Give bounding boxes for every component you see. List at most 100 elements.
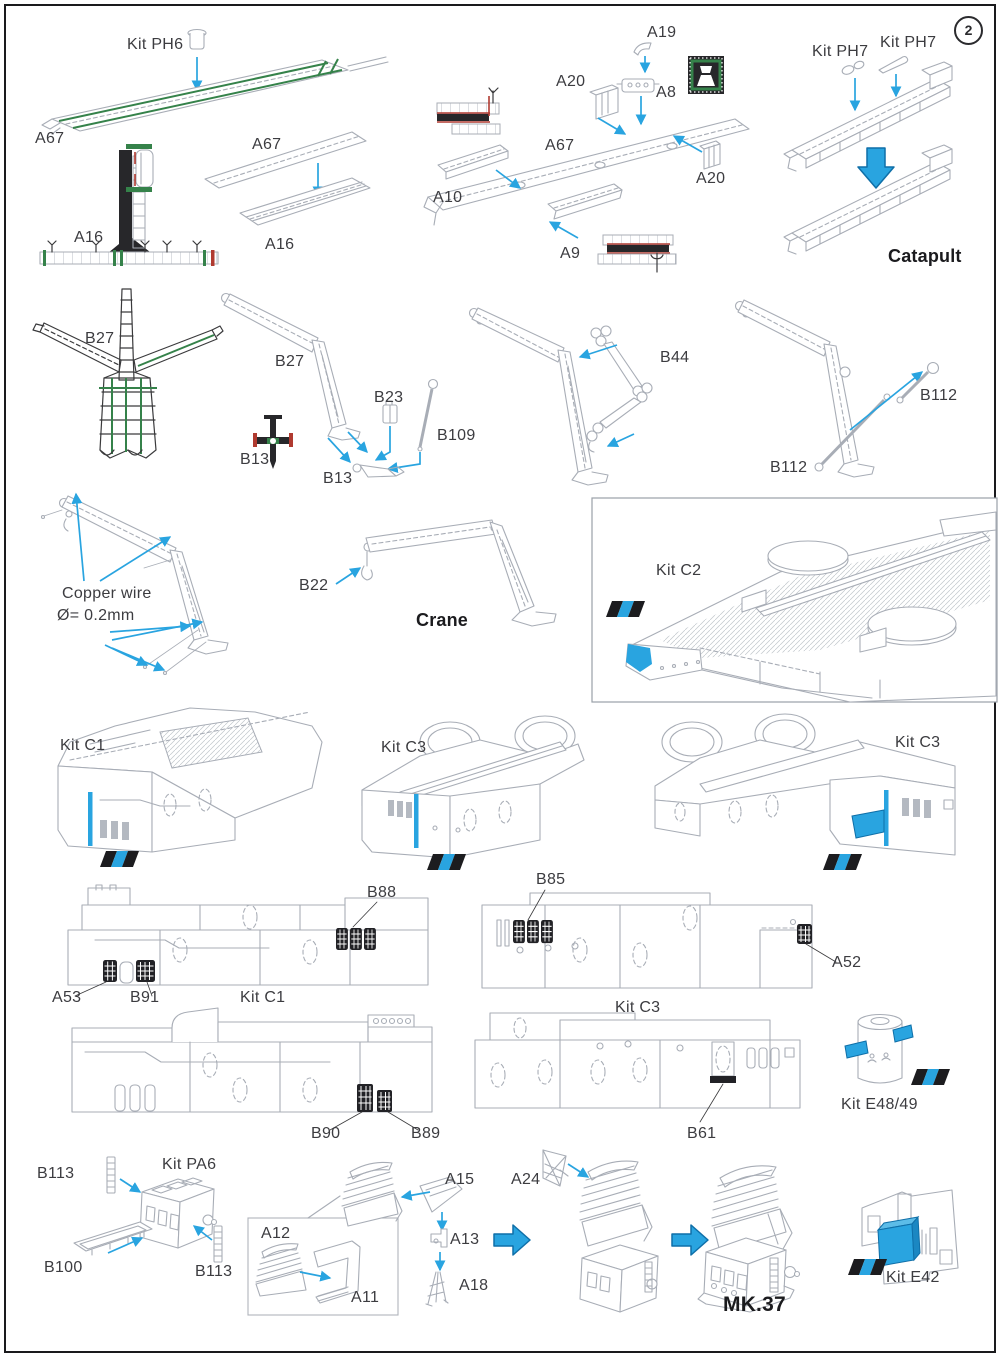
label-a19: A19 xyxy=(647,24,677,41)
drawing-b23-part xyxy=(374,400,398,461)
drawing-b22-crane xyxy=(335,519,557,627)
drawing-a20-right-part xyxy=(672,135,721,170)
drawing-kit-c1-side-b xyxy=(71,1007,433,1131)
drawing-b44-crane xyxy=(468,307,653,486)
drawing-kit-e48-49 xyxy=(844,1013,950,1085)
label-b113-bottom: B113 xyxy=(195,1263,233,1280)
big-arrow-right-icon-2 xyxy=(671,1224,709,1256)
drawing-b13-cross-painted xyxy=(253,415,293,469)
label-b44: B44 xyxy=(660,349,690,366)
label-b85: B85 xyxy=(536,871,566,888)
label-kit-ph7-left: Kit PH7 xyxy=(812,43,869,60)
label-b88: B88 xyxy=(367,884,397,901)
drawing-b27-folded xyxy=(220,292,368,464)
drawing-a67-rail-top xyxy=(41,56,389,135)
drawing-b113-bottom xyxy=(192,1225,223,1263)
page-number-badge: 2 xyxy=(954,16,983,45)
drawing-kit-c1-side-a xyxy=(67,884,429,997)
label-kit-c3-iso-left: Kit C3 xyxy=(381,739,427,756)
label-a67-top: A67 xyxy=(35,130,65,147)
drawing-a20-left-part xyxy=(589,84,627,135)
label-kit-c3-side: Kit C3 xyxy=(615,999,661,1016)
label-b90: B90 xyxy=(311,1125,341,1142)
kit-c2-panel xyxy=(591,497,998,703)
drawing-kit-c3-side-a xyxy=(481,889,837,989)
label-kit-ph6: Kit PH6 xyxy=(127,36,184,53)
label-kit-c1-iso: Kit C1 xyxy=(60,737,106,754)
label-kit-ph7-right: Kit PH7 xyxy=(880,34,937,51)
label-a24: A24 xyxy=(511,1171,541,1188)
drawing-kit-c1-iso xyxy=(57,707,323,867)
label-b112-lower: B112 xyxy=(770,459,808,476)
label-kit-e42: Kit E42 xyxy=(886,1269,940,1286)
drawing-b113-top xyxy=(106,1156,142,1194)
label-a52: A52 xyxy=(832,954,862,971)
section-title-catapult: Catapult xyxy=(888,246,962,266)
drawing-kit-c3-side-b xyxy=(474,1012,801,1123)
drawing-b112-crane xyxy=(734,299,940,478)
drawing-a15-part xyxy=(400,1176,463,1232)
label-a9: A9 xyxy=(560,245,581,262)
label-a16-channel: A16 xyxy=(265,236,295,253)
label-b27-folded: B27 xyxy=(275,353,305,370)
drawing-a67-rail-mid xyxy=(204,131,367,198)
label-a18: A18 xyxy=(459,1277,489,1294)
drawing-a10-part xyxy=(437,144,522,189)
label-b109: B109 xyxy=(437,427,476,444)
drawing-a16-channel xyxy=(239,177,371,226)
label-a67-center: A67 xyxy=(545,137,575,154)
label-b22: B22 xyxy=(299,577,329,594)
label-b100: B100 xyxy=(44,1259,83,1276)
drawing-mk37-complete xyxy=(697,1165,801,1313)
drawing-a16-tower-painted xyxy=(39,144,219,266)
label-a15: A15 xyxy=(445,1171,475,1188)
label-kit-c1-side: Kit C1 xyxy=(240,989,286,1006)
drawing-kit-ph7-left-part xyxy=(841,60,865,112)
drawing-b27-flat-painted xyxy=(32,288,224,459)
label-kit-c3-iso-right: Kit C3 xyxy=(895,734,941,751)
drawing-kit-c3-iso-right xyxy=(654,713,956,870)
drawing-a8-part xyxy=(616,78,660,126)
drawing-mk37-subassembly xyxy=(579,1160,659,1313)
label-b61: B61 xyxy=(687,1125,717,1142)
drawing-a13-part xyxy=(430,1228,448,1272)
label-kit-pa6: Kit PA6 xyxy=(162,1156,217,1173)
drawing-copper-wire-crane xyxy=(40,492,229,676)
label-b13-base: B13 xyxy=(323,470,353,487)
section-title-mk37: MK.37 xyxy=(723,1293,786,1316)
label-a10: A10 xyxy=(433,189,463,206)
inset-box-a11-a12 xyxy=(247,1195,399,1316)
label-b112-upper: B112 xyxy=(920,387,958,404)
drawing-a8-painted xyxy=(688,56,724,94)
label-a53: A53 xyxy=(52,989,82,1006)
label-a11: A11 xyxy=(351,1289,380,1306)
drawing-a19-part xyxy=(633,42,652,74)
drawing-kit-ph7-right-part xyxy=(878,55,909,98)
label-a8: A8 xyxy=(656,84,677,101)
label-b91: B91 xyxy=(130,989,160,1006)
label-copper-wire-line1: Copper wire xyxy=(62,585,152,602)
label-b13-cross: B13 xyxy=(240,451,270,468)
label-a12: A12 xyxy=(261,1225,291,1242)
drawing-radar-screen-a xyxy=(341,1161,403,1227)
label-b89: B89 xyxy=(411,1125,441,1142)
section-title-crane: Crane xyxy=(416,610,469,630)
label-kit-c2: Kit C2 xyxy=(656,562,702,579)
label-a13: A13 xyxy=(450,1231,480,1248)
drawing-kit-c3-iso-left xyxy=(361,715,585,870)
label-a67-mid: A67 xyxy=(252,136,282,153)
label-a20-left: A20 xyxy=(556,73,586,90)
drawing-painted-strip-left xyxy=(436,87,501,135)
label-b113-top: B113 xyxy=(37,1165,75,1182)
label-a20-right: A20 xyxy=(696,170,726,187)
drawing-a24-part xyxy=(542,1149,590,1187)
drawing-a18-part xyxy=(425,1271,449,1307)
big-arrow-down-icon xyxy=(857,147,895,189)
label-b23: B23 xyxy=(374,389,404,406)
drawing-kit-pa6-director xyxy=(139,1177,218,1249)
label-copper-wire-line2: Ø= 0.2mm xyxy=(57,607,135,624)
drawing-b100-frame xyxy=(73,1221,153,1256)
drawing-kit-e42 xyxy=(848,1189,959,1285)
